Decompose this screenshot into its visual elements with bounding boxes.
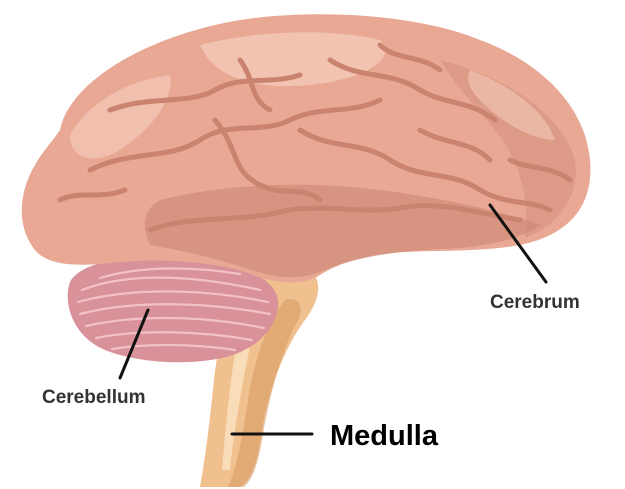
cerebrum-label: Cerebrum <box>490 292 580 313</box>
medulla-label: Medulla <box>330 420 439 452</box>
cerebrum <box>22 14 591 282</box>
cerebellum-label: Cerebellum <box>42 387 145 408</box>
